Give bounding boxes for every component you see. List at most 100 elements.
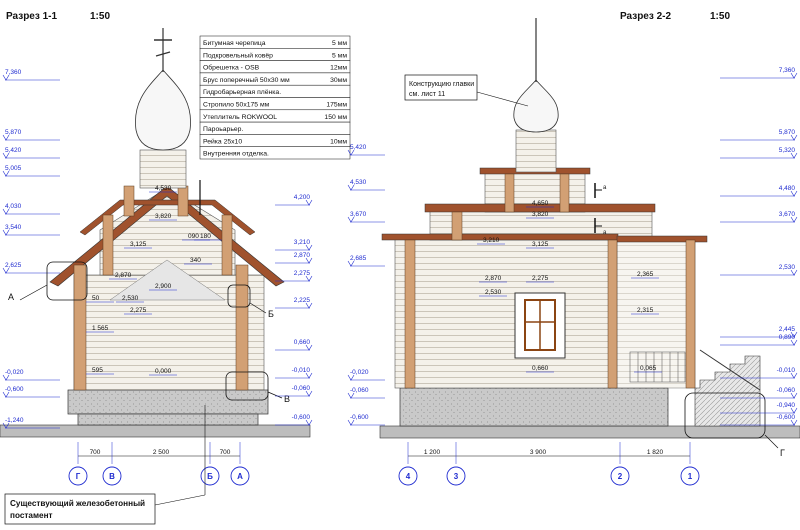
s1-axis-bubble bbox=[102, 466, 122, 486]
level-s2r-value: 5,870 bbox=[779, 129, 796, 136]
level-s2r-marker bbox=[790, 372, 798, 379]
dim-s2-value: 2,870 bbox=[485, 275, 502, 282]
callout-b: Б bbox=[268, 309, 274, 319]
level-s1l-marker bbox=[2, 134, 10, 141]
level-s1r-marker bbox=[305, 419, 313, 426]
level-s2r-marker bbox=[790, 392, 798, 399]
level-s1l-marker bbox=[2, 74, 10, 81]
level-s2r-marker bbox=[790, 419, 798, 426]
level-s1l-value: 5,420 bbox=[5, 147, 22, 154]
level-s1l-value: 5,870 bbox=[5, 129, 22, 136]
level-s1r-value: 2,225 bbox=[294, 297, 311, 304]
section-1-scale: 1:50 bbox=[90, 11, 110, 22]
level-s2l-marker bbox=[347, 149, 355, 156]
dim-s1-value: 2,870 bbox=[115, 272, 132, 279]
level-s2l-value: 3,670 bbox=[350, 211, 367, 218]
level-s1r-value: -0,010 bbox=[292, 367, 311, 374]
dim-s2-value: 4,650 bbox=[532, 200, 549, 207]
foundation-note-line2: постамент bbox=[10, 511, 53, 520]
level-s1l-value: -0,600 bbox=[5, 386, 24, 393]
level-s1l-value: 5,005 bbox=[5, 165, 22, 172]
dim-s2-value: 3,820 bbox=[532, 211, 549, 218]
dim-s2-value: 3,210 bbox=[483, 237, 500, 244]
level-s1r-value: -0,060 bbox=[292, 385, 311, 392]
section-2-building bbox=[379, 18, 800, 439]
dim-s1-value: 180 bbox=[200, 233, 211, 240]
level-s2r-value: 2,530 bbox=[779, 264, 796, 271]
section-1-dimensions: 4,5303,8203,1252,8702,9002,5302,2750,000… bbox=[86, 185, 222, 376]
s1-axis-dim: 700 bbox=[90, 449, 101, 456]
level-s1l-value: 3,540 bbox=[5, 224, 22, 231]
level-s1r-marker bbox=[305, 199, 313, 206]
level-s2l-value: -0,600 bbox=[350, 414, 369, 421]
level-s1r-marker bbox=[305, 275, 313, 282]
roof-layer-name: Брус поперечный 50х30 мм bbox=[203, 76, 290, 84]
level-s2l-marker bbox=[347, 216, 355, 223]
dim-s2-value: 0,065 bbox=[640, 365, 657, 372]
roof-layer-name: Рейка 25х10 bbox=[203, 137, 242, 145]
s2-axis-dim: 1 820 bbox=[647, 449, 664, 456]
callout-a: А bbox=[8, 292, 14, 302]
level-s2r-value: 0,890 bbox=[779, 334, 796, 341]
dim-s2-value: 2,530 bbox=[485, 289, 502, 296]
roof-layer-name: Обрешетка - OSB bbox=[203, 64, 260, 72]
level-s2l-marker bbox=[347, 184, 355, 191]
level-s2l-value: 2,685 bbox=[350, 255, 367, 262]
level-s2l-value: -0,020 bbox=[350, 369, 369, 376]
s2-axis-dim: 3 900 bbox=[530, 449, 547, 456]
level-s2r-value: -0,060 bbox=[777, 387, 796, 394]
level-s1l-marker bbox=[2, 152, 10, 159]
level-s2r-marker bbox=[790, 407, 798, 414]
dim-s1-value: 3,125 bbox=[130, 241, 147, 248]
roof-layer-name: Подкровельный ковёр bbox=[203, 51, 273, 59]
level-s1r-marker bbox=[305, 344, 313, 351]
level-s1l-value: 7,360 bbox=[5, 69, 22, 76]
roof-layer-name: Пароьарьер. bbox=[203, 126, 243, 133]
level-s2r-marker bbox=[790, 134, 798, 141]
dim-s2-value: 0,660 bbox=[532, 365, 549, 372]
dim-s1-value: 340 bbox=[190, 257, 201, 264]
level-s2r-value: 3,670 bbox=[779, 211, 796, 218]
roof-layer-thickness: 10мм bbox=[330, 138, 347, 145]
level-s2r-marker bbox=[790, 269, 798, 276]
level-s2r-marker bbox=[790, 339, 798, 346]
foundation-note-line1: Существующий железобетонный bbox=[10, 498, 145, 508]
level-s2l-marker bbox=[347, 374, 355, 381]
s2-axis-label: 4 bbox=[406, 472, 411, 481]
section-1-title: Разрез 1-1 bbox=[6, 11, 58, 22]
level-s2l-marker bbox=[347, 392, 355, 399]
s1-axis-label: А bbox=[237, 472, 243, 481]
dim-s1-value: 4,530 bbox=[155, 185, 172, 192]
level-s1l-value: 4,030 bbox=[5, 203, 22, 210]
callout-g-frame bbox=[684, 392, 766, 439]
level-s2l-marker bbox=[347, 419, 355, 426]
roof-layer-thickness: 5 мм bbox=[332, 40, 347, 47]
s2-axis-dim: 1 200 bbox=[424, 449, 441, 456]
level-s2l-value: 5,420 bbox=[350, 144, 367, 151]
dome-note-line2: см. лист 11 bbox=[409, 91, 445, 98]
roof-layer-name: Стропило 50х175 мм bbox=[203, 102, 270, 109]
dome-note-line1: Конструкцию главки bbox=[409, 81, 474, 88]
dim-s1-value: 2,275 bbox=[130, 307, 147, 314]
callout-markers-left bbox=[19, 261, 283, 401]
dim-s1-value: 2,900 bbox=[155, 283, 172, 290]
level-s1r-marker bbox=[305, 372, 313, 379]
section-cut-marks bbox=[594, 183, 602, 233]
level-s1r-value: 3,210 bbox=[294, 239, 311, 246]
s2-axis-label: 3 bbox=[454, 472, 459, 481]
level-s2r-value: 7,360 bbox=[779, 67, 796, 74]
dim-s1-value: 1 565 bbox=[92, 325, 109, 332]
level-s1r-marker bbox=[305, 244, 313, 251]
level-s1r-value: -0,600 bbox=[292, 414, 311, 421]
roof-layer-name: Утеплитель ROKWOOL bbox=[203, 114, 277, 121]
level-s1l-marker bbox=[2, 267, 10, 274]
s1-axis-bubble bbox=[200, 466, 220, 486]
level-s2l-value: -0,060 bbox=[350, 387, 369, 394]
dim-s1-value: 50 bbox=[92, 295, 100, 302]
level-s2r-value: 2,445 bbox=[779, 326, 796, 333]
level-s1l-value: 2,625 bbox=[5, 262, 22, 269]
